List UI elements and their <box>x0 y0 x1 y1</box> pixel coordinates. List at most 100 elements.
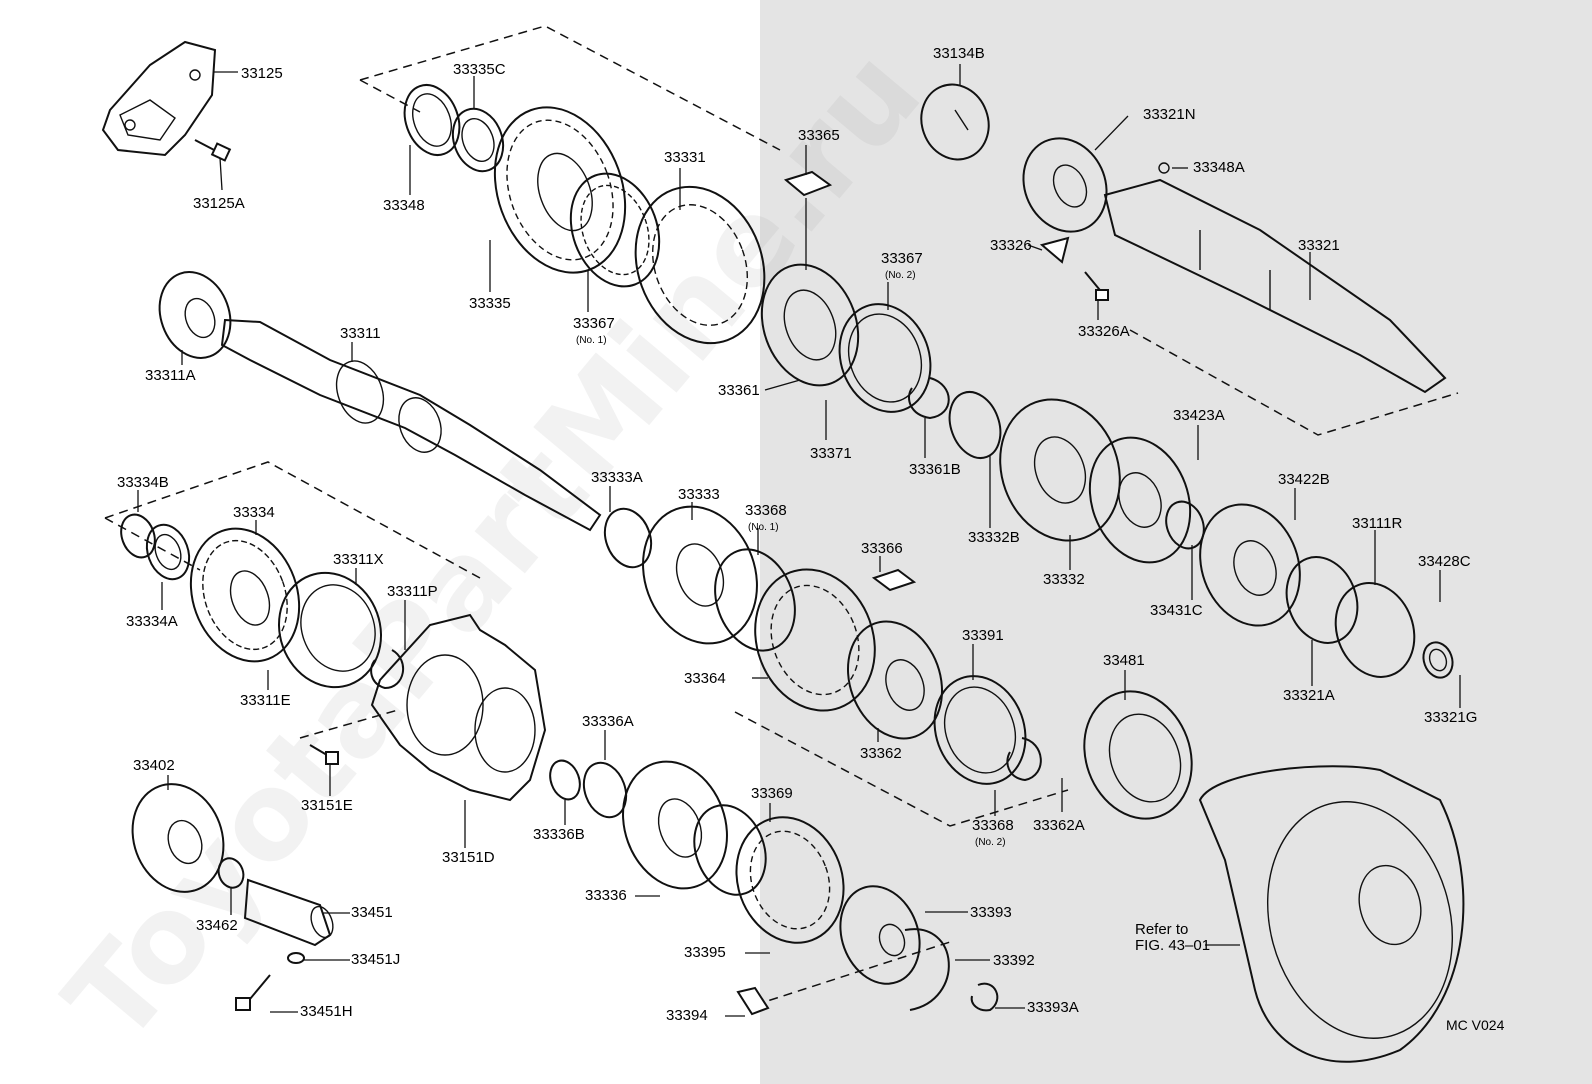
label-33481: 33481 <box>1103 652 1145 669</box>
label-33422B: 33422B <box>1278 471 1330 488</box>
label-33365: 33365 <box>798 127 840 144</box>
label-33326A: 33326A <box>1078 323 1130 340</box>
ring-33321A <box>1285 556 1359 644</box>
bracket-33125 <box>101 40 217 157</box>
thrust-washer-33348 <box>403 84 461 156</box>
label-33423A: 33423A <box>1173 407 1225 424</box>
label-33462: 33462 <box>196 917 238 934</box>
bearing-33481 <box>1083 690 1193 820</box>
spacer-33431C <box>1165 500 1205 550</box>
clutch-hub-33393 <box>839 885 921 985</box>
synchro-ring-33369 <box>693 804 767 896</box>
leader-lines <box>137 64 1461 1017</box>
gear-33332 <box>999 398 1121 542</box>
ball-33348A <box>1158 162 1170 174</box>
plate-33326 <box>1039 236 1070 264</box>
snap-ring-33311P <box>370 649 405 690</box>
group-outline-upper-left <box>359 79 421 113</box>
bolt-33326A <box>1084 271 1109 301</box>
clutch-hub-33362 <box>846 620 944 740</box>
label-33361: 33361 <box>718 382 760 399</box>
washer-33462 <box>217 857 245 889</box>
group-outline-lower-left <box>104 461 481 579</box>
clutch-hub-33361 <box>760 263 860 387</box>
bolt-33451H <box>235 974 271 1011</box>
hub-sleeve-33364 <box>754 568 876 712</box>
bolt-33125A <box>194 139 232 162</box>
label-33361B: 33361B <box>909 461 961 478</box>
label-33392: 33392 <box>993 952 1035 969</box>
synchro-ring-33368-no1 <box>714 548 796 652</box>
snap-ring-33361B <box>908 377 950 420</box>
shifting-key-33366 <box>871 568 917 592</box>
synchro-ring-33367-no1 <box>569 172 661 288</box>
label-33336: 33336 <box>585 887 627 904</box>
label-33134B: 33134B <box>933 45 985 62</box>
label-33451: 33451 <box>351 904 393 921</box>
label-33367-no1: 33367 <box>573 315 615 332</box>
label-33334: 33334 <box>233 504 275 521</box>
label-33369: 33369 <box>751 785 793 802</box>
label-33367-no1-sub: (No. 1) <box>576 335 607 346</box>
label-33451H: 33451H <box>300 1003 353 1020</box>
label-33393: 33393 <box>970 904 1012 921</box>
label-33321G: 33321G <box>1424 709 1478 726</box>
shifting-key-33394 <box>736 986 770 1016</box>
label-33336A: 33336A <box>582 713 634 730</box>
label-33311: 33311 <box>340 325 381 342</box>
label-33362A: 33362A <box>1033 817 1085 834</box>
label-33367-no2: 33367 <box>881 250 923 267</box>
label-33332B: 33332B <box>968 529 1020 546</box>
ring-33336B <box>549 759 581 801</box>
group-outline-output-shaft <box>1129 329 1459 436</box>
gear-33336 <box>622 760 728 890</box>
label-33366: 33366 <box>861 540 903 557</box>
label-33348A: 33348A <box>1193 159 1245 176</box>
label-33368-no1-sub: (No. 1) <box>748 522 779 533</box>
label-33368-no2-sub: (No. 2) <box>975 837 1006 848</box>
label-33368-no1: 33368 <box>745 502 787 519</box>
nut-33321G <box>1422 641 1454 679</box>
ring-33451J <box>287 952 305 964</box>
needle-bearing-33334A <box>145 523 191 581</box>
label-33393A: 33393A <box>1027 999 1079 1016</box>
label-33326: 33326 <box>990 237 1032 254</box>
gear-33422B <box>1199 503 1301 627</box>
label-33321: 33321 <box>1298 237 1340 254</box>
sleeve-33311E <box>277 571 383 689</box>
label-33335: 33335 <box>469 295 511 312</box>
refer-note-line1: Refer to <box>1135 921 1189 938</box>
shifting-key-33365 <box>783 170 833 197</box>
label-33311X: 33311X <box>333 551 384 568</box>
group-outline-mid <box>734 711 1069 827</box>
label-33335C: 33335C <box>453 61 506 78</box>
label-33402: 33402 <box>133 757 175 774</box>
refer-note-line2: FIG. 43–01 <box>1135 937 1211 954</box>
label-33311P: 33311P <box>387 583 438 600</box>
label-33391: 33391 <box>962 627 1004 644</box>
label-33334B: 33334B <box>117 474 169 491</box>
label-33364: 33364 <box>684 670 726 687</box>
snap-ring-33393A <box>970 982 999 1012</box>
synchro-ring-33391 <box>933 675 1027 785</box>
label-33371: 33371 <box>810 445 852 462</box>
gear-33334 <box>189 527 301 663</box>
label-33151D: 33151D <box>442 849 495 866</box>
synchro-ring-33367-no2 <box>838 303 932 413</box>
snap-ring-33362A <box>1006 737 1042 782</box>
gasket-33151D <box>370 613 547 802</box>
hub-sleeve-33395 <box>735 816 845 944</box>
gear-33423A <box>1088 436 1192 564</box>
label-33333A: 33333A <box>591 469 643 486</box>
transfer-housing-ref <box>1198 765 1465 1063</box>
group-outline-bottom <box>754 941 951 1006</box>
snap-ring-33334B <box>120 513 156 559</box>
input-shaft-33311 <box>220 318 602 532</box>
group-outline-bottom-left <box>299 709 399 739</box>
needle-bearing-33336A <box>582 761 628 819</box>
label-33334A: 33334A <box>126 613 178 630</box>
needle-bearing-33335C <box>451 107 505 173</box>
label-33394: 33394 <box>666 1007 708 1024</box>
snap-ring-33392 <box>904 928 950 1011</box>
